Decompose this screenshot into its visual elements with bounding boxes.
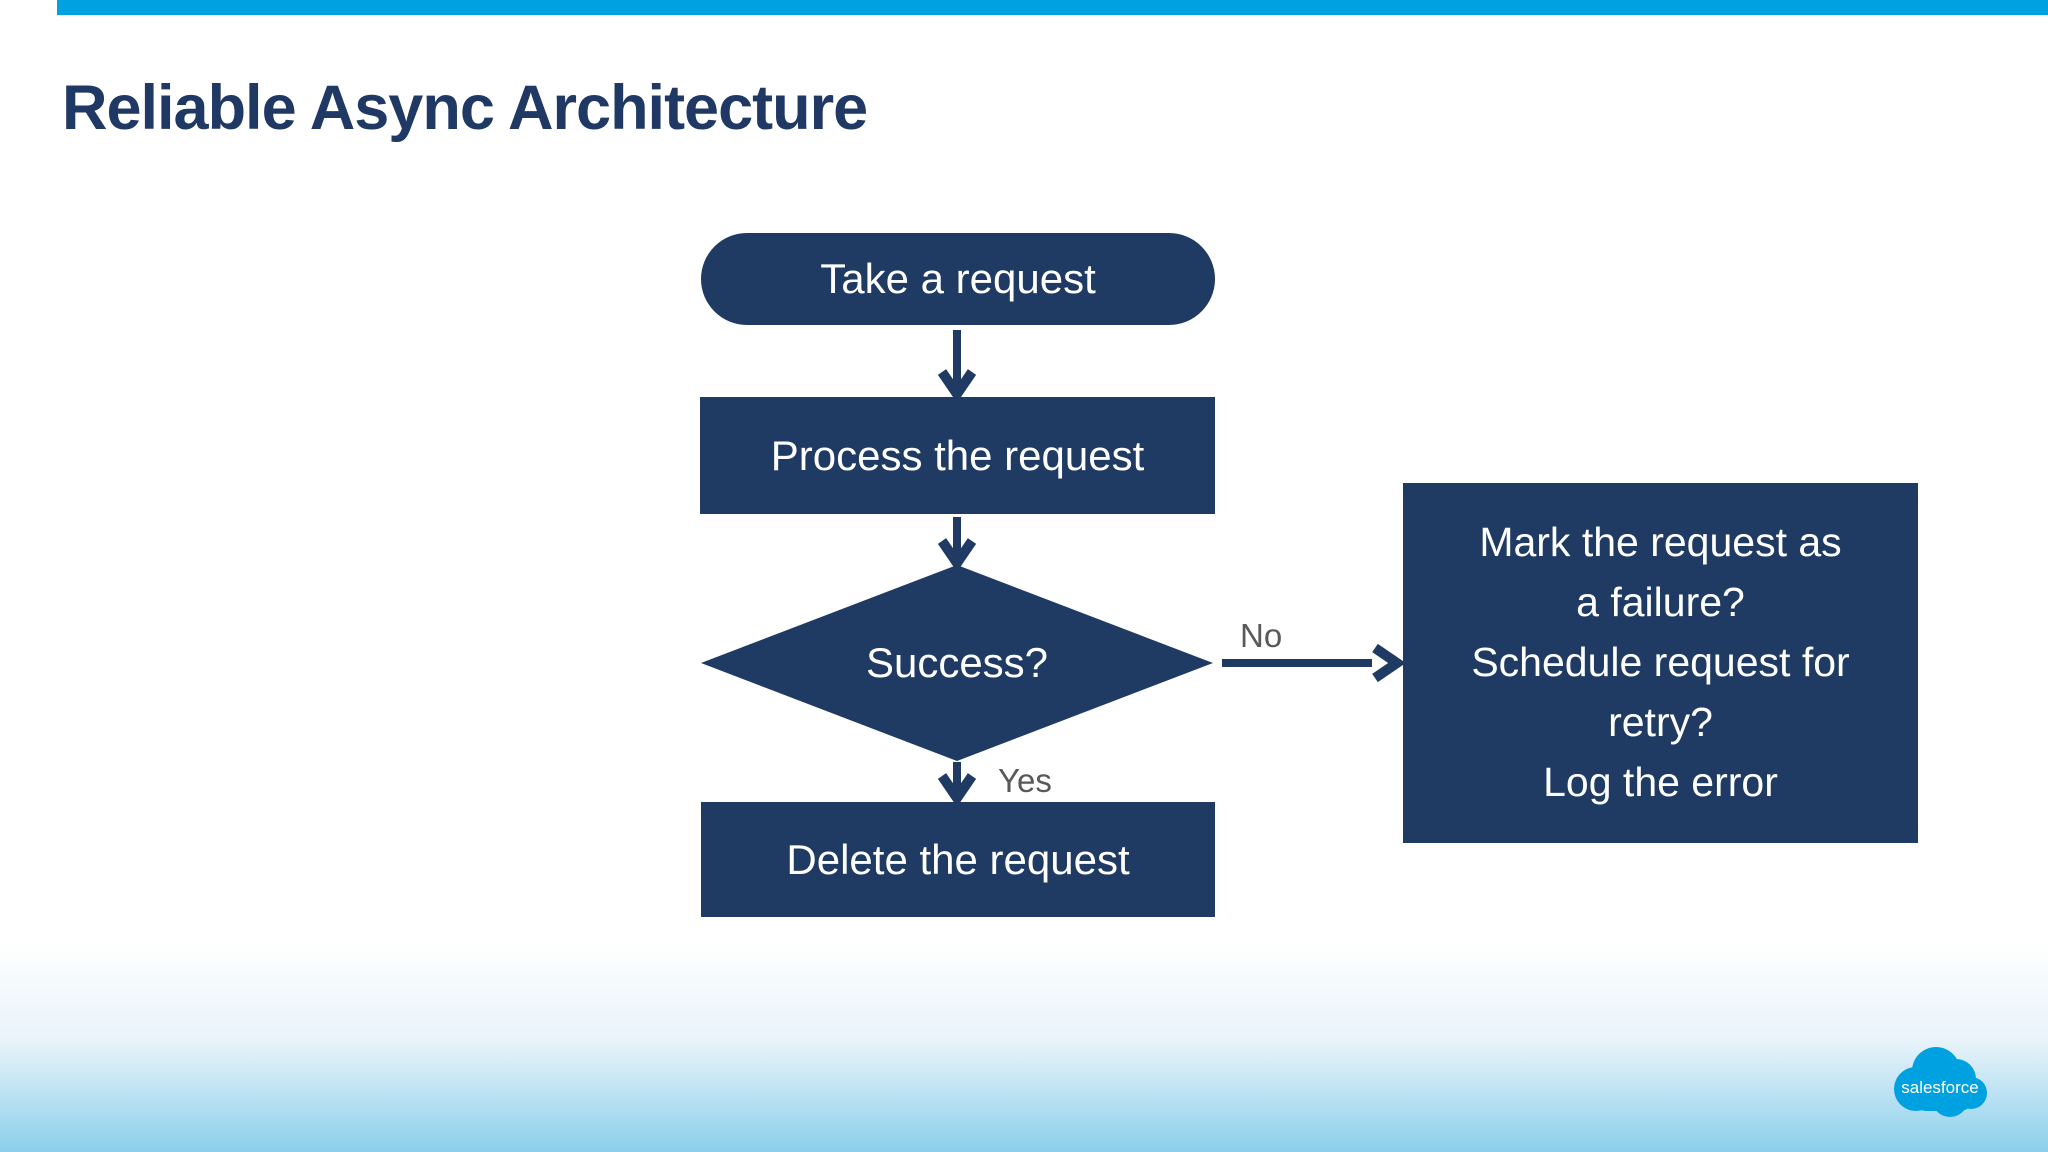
edge-label-no: No bbox=[1240, 617, 1283, 654]
flow-node-line: a failure? bbox=[1576, 579, 1745, 626]
salesforce-logo: salesforce bbox=[1888, 1041, 1992, 1127]
top-accent-bar bbox=[57, 0, 2048, 15]
flow-node-line: Log the error bbox=[1543, 758, 1778, 805]
arrowhead-down-icon bbox=[937, 538, 977, 572]
salesforce-cloud-icon: salesforce bbox=[1894, 1047, 1987, 1117]
arrowhead-down-icon bbox=[937, 773, 977, 807]
flow-node-line: retry? bbox=[1608, 698, 1713, 745]
bottom-gradient-band bbox=[0, 940, 2048, 1152]
flow-node-label: Delete the request bbox=[786, 835, 1130, 883]
flow-node-line: Mark the request as bbox=[1479, 519, 1842, 566]
flow-node-label: Take a request bbox=[820, 255, 1096, 302]
flow-node-success-decision: Success? bbox=[701, 565, 1213, 761]
edge-label-yes: Yes bbox=[998, 762, 1052, 799]
flow-node-label: Process the request bbox=[770, 431, 1145, 479]
page-title: Reliable Async Architecture bbox=[62, 73, 868, 143]
flow-node-take-a-request: Take a request bbox=[701, 233, 1215, 325]
arrowhead-down-icon bbox=[937, 369, 977, 403]
arrowhead-right-icon bbox=[1372, 643, 1406, 683]
flow-node-label: Success? bbox=[865, 639, 1049, 686]
flow-node-delete-the-request: Delete the request bbox=[701, 802, 1215, 917]
flow-node-failure-handling: Mark the request as a failure? Schedule … bbox=[1403, 483, 1918, 843]
flow-node-process-the-request: Process the request bbox=[700, 397, 1215, 514]
decision-diamond-shape bbox=[701, 565, 1213, 761]
flow-node-line: Schedule request for bbox=[1471, 639, 1850, 686]
salesforce-logo-text: salesforce bbox=[1901, 1078, 1978, 1097]
